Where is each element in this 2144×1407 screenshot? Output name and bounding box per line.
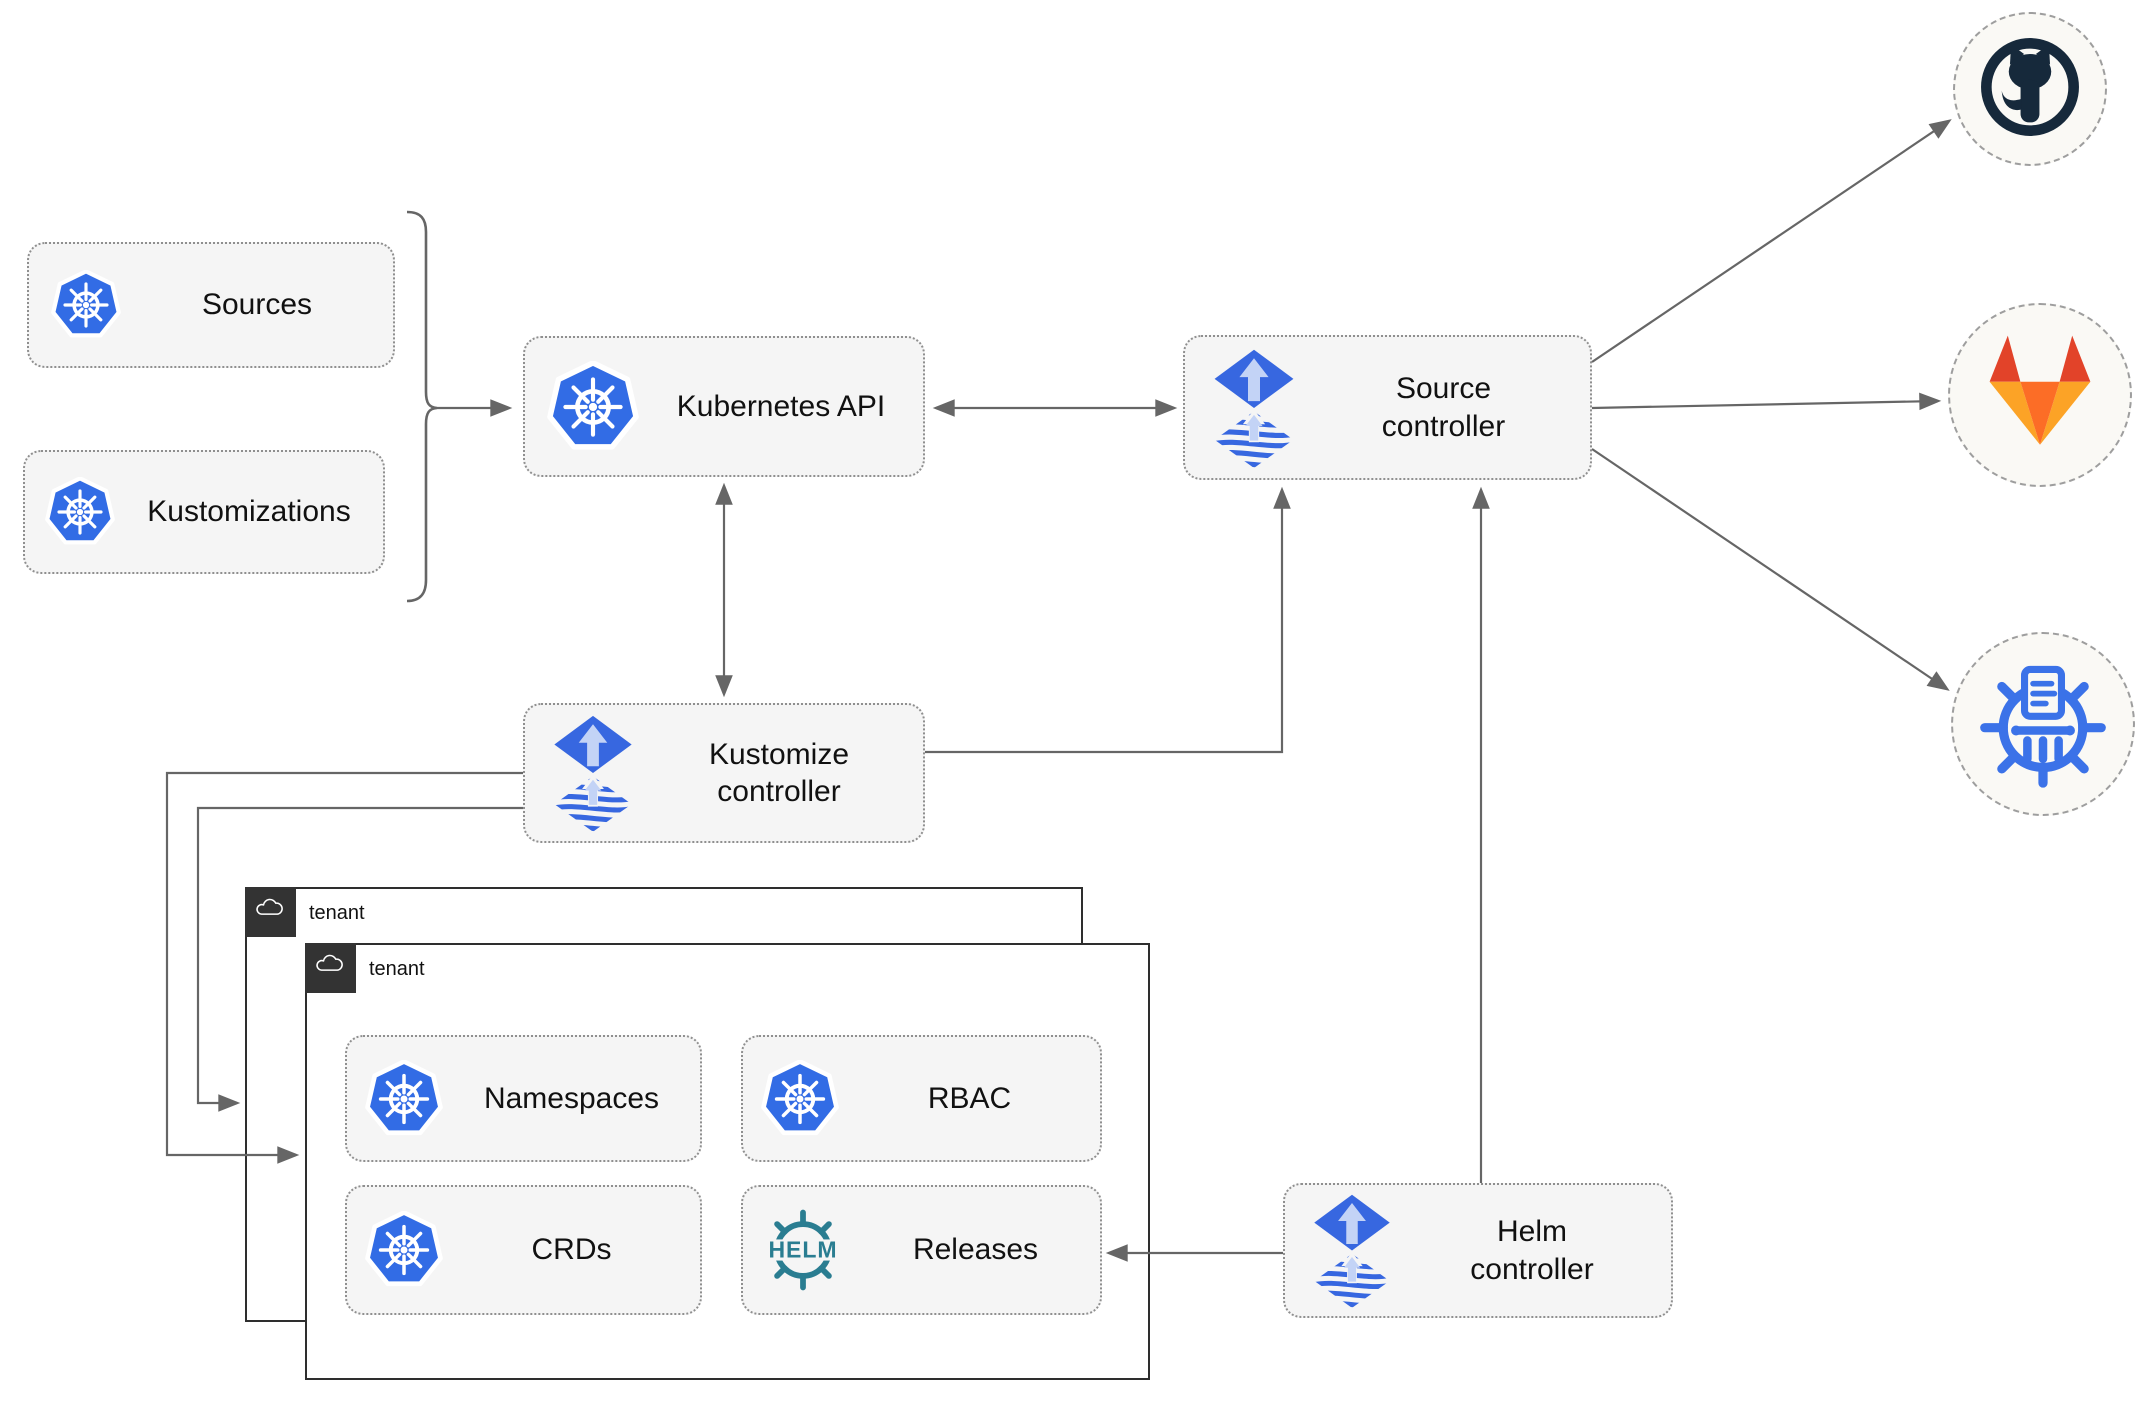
- node-sources: Sources: [27, 242, 395, 368]
- helm-logo-text: HELM: [768, 1237, 837, 1263]
- tenant-label: tenant: [309, 902, 365, 924]
- external-github: [1953, 12, 2107, 166]
- node-kustomize-controller: Kustomize controller: [523, 703, 925, 843]
- node-namespaces: Namespaces: [345, 1035, 702, 1162]
- node-namespaces-label: Namespaces: [483, 1081, 660, 1115]
- node-kustomizations: Kustomizations: [23, 450, 385, 574]
- node-kustomize-controller-label: Kustomize controller: [708, 737, 850, 809]
- node-crds: CRDs: [345, 1185, 702, 1315]
- helm-icon: HELM: [755, 1202, 851, 1298]
- node-kubernetes-api: Kubernetes API: [523, 336, 925, 477]
- node-rbac: RBAC: [741, 1035, 1102, 1162]
- node-source-controller-label: Source controller: [1381, 372, 1506, 443]
- kubernetes-icon: [365, 1060, 443, 1138]
- kubernetes-icon: [761, 1060, 839, 1138]
- kubernetes-icon: [365, 1211, 443, 1289]
- kubernetes-icon: [45, 477, 115, 547]
- edge-kustomize-controller-to-source-controller: [925, 486, 1291, 754]
- cloud-icon: [313, 948, 347, 987]
- edge-source-controller-to-gitlab: [1591, 392, 1942, 411]
- node-kubernetes-api-label: Kubernetes API: [676, 389, 886, 423]
- kubernetes-icon: [547, 361, 639, 453]
- flux-icon: [1311, 1193, 1393, 1308]
- cloud-icon: [253, 892, 287, 931]
- node-source-controller: Source controller: [1183, 335, 1592, 480]
- edge-source-controller-to-chartmuseum: [1591, 448, 1950, 691]
- flux-icon: [1211, 348, 1297, 468]
- tenant-group-front: tenant Namespaces RBAC CRDs: [304, 942, 1150, 1380]
- external-chartmuseum: [1951, 632, 2135, 816]
- github-icon: [1971, 28, 2089, 151]
- node-releases: HELM Releases: [741, 1185, 1102, 1315]
- flux-icon: [551, 714, 635, 832]
- kubernetes-icon: [51, 270, 121, 340]
- external-gitlab: [1948, 303, 2132, 487]
- node-helm-controller-label: Helm controller: [1470, 1215, 1594, 1286]
- node-releases-label: Releases: [912, 1233, 1039, 1267]
- edge-bracket-sources-kustomizations: [406, 210, 438, 603]
- node-rbac-label: RBAC: [927, 1081, 1012, 1115]
- node-helm-controller: Helm controller: [1283, 1183, 1673, 1318]
- tenant-label: tenant: [369, 958, 425, 980]
- node-crds-label: CRDs: [531, 1233, 612, 1267]
- chartmuseum-icon: [1972, 651, 2114, 798]
- tenant-badge: [304, 942, 356, 993]
- tenant-badge: [244, 886, 296, 937]
- node-sources-label: Sources: [201, 288, 313, 322]
- edge-source-controller-to-github: [1591, 119, 1952, 363]
- node-kustomizations-label: Kustomizations: [147, 495, 351, 529]
- gitlab-icon: [1970, 323, 2110, 468]
